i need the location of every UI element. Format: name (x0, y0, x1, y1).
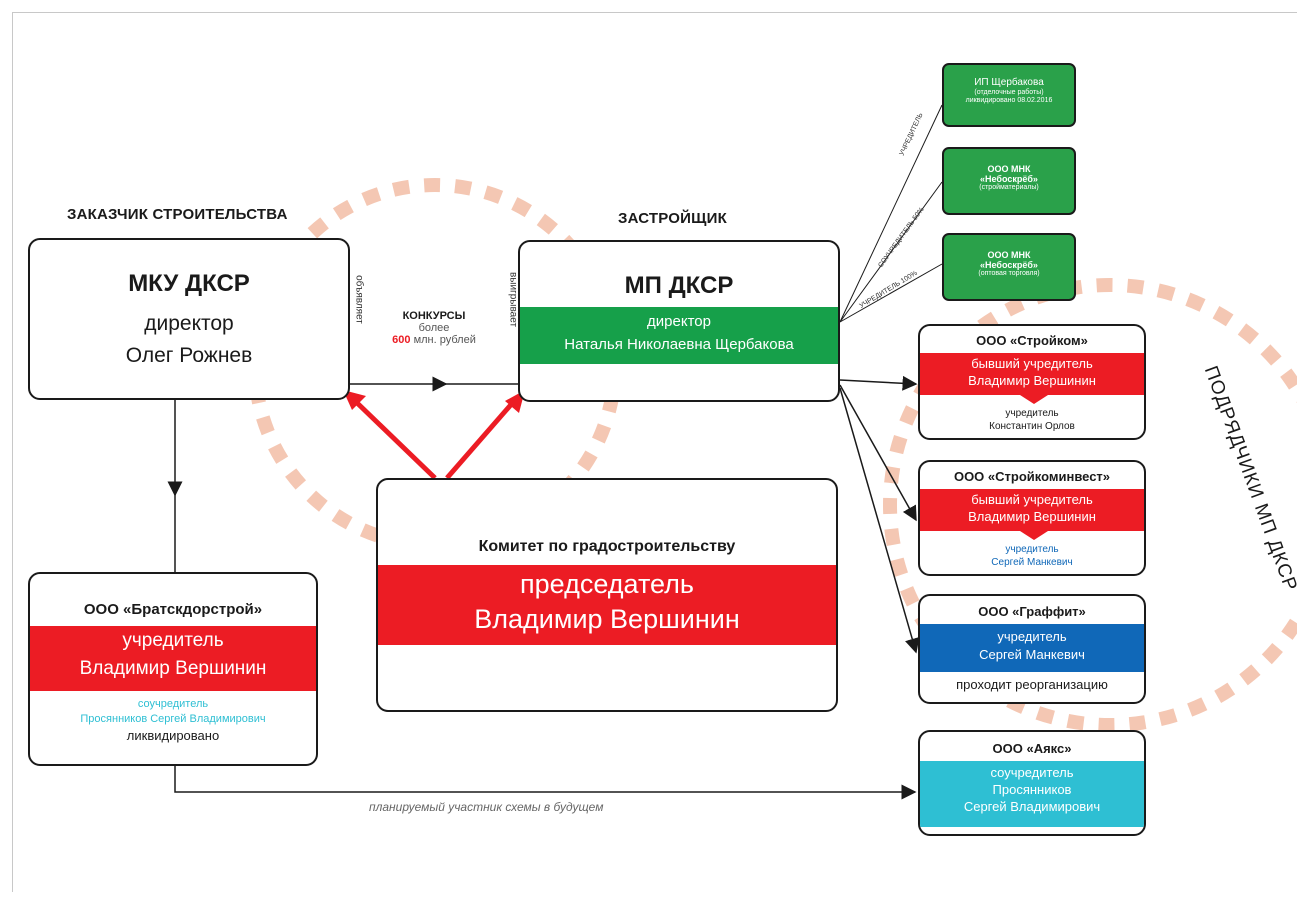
ajax-cyan-band: соучредитель Просянников Сергей Владимир… (920, 761, 1144, 827)
stroikom-red-band: бывший учредитель Владимир Вершинин (920, 353, 1144, 395)
contractor-graffit: ООО «Граффит» учредитель Сергей Манкевич… (918, 594, 1146, 704)
frame-top-line (12, 12, 1297, 13)
committee-role: председатель (520, 569, 694, 599)
mp-role: директор (647, 313, 711, 330)
stroikominvest-name: Сергей Манкевич (991, 557, 1073, 568)
committee-red-band: председатель Владимир Вершинин (378, 565, 836, 645)
right-dotted-circle (883, 278, 1297, 732)
contest-amount: 600 (392, 334, 411, 346)
ajax-line2: Просянников (992, 782, 1072, 797)
contractor-stroikom: ООО «Стройком» бывший учредитель Владими… (918, 324, 1146, 440)
mp-to-stroikom-arrow (839, 375, 918, 391)
mp-to-green1-line (839, 104, 943, 323)
mku-name: Олег Рожнев (125, 344, 253, 367)
green2-title: ООО МНК (987, 164, 1031, 174)
bratsk-role: учредитель (122, 630, 224, 651)
green-box-ip-shcherbakova: ИП Щербакова (отделочные работы) ликвиди… (942, 63, 1076, 127)
stroikom-title: ООО «Стройком» (976, 333, 1088, 348)
mku-title: МКУ ДКСР (128, 270, 250, 297)
mku-box: МКУ ДКСР директор Олег Рожнев (28, 238, 350, 400)
mp-to-graffit-arrow (839, 387, 920, 654)
mp-to-green3-line (839, 263, 943, 323)
green1-extra: ликвидировано 08.02.2016 (965, 97, 1053, 104)
stroikominvest-band2: Владимир Вершинин (968, 509, 1096, 524)
future-caption: планируемый участник схемы в будущем (369, 800, 604, 814)
green3-sub: (оптовая торговля) (978, 270, 1040, 277)
red-arrow-to-mp (445, 398, 517, 480)
frame-left-line (12, 12, 13, 892)
contest-unit: млн. рублей (413, 334, 476, 346)
red-arrow-to-mku (350, 396, 437, 480)
green2-sub: (стройматериалы) (979, 184, 1039, 191)
bratsk-co-role: соучредитель (137, 698, 209, 710)
mp-name: Наталья Николаевна Щербакова (564, 336, 794, 353)
green1-title: ИП Щербакова (974, 77, 1044, 88)
green2-name: «Небоскрёб» (980, 174, 1038, 184)
contest-more: более (418, 322, 450, 334)
stroikom-name: Константин Орлов (989, 421, 1075, 432)
heading-customer: ЗАКАЗЧИК СТРОИТЕЛЬСТВА (67, 206, 288, 223)
green-box-neboskreb-wholesale: ООО МНК «Небоскрёб» (оптовая торговля) (942, 233, 1076, 301)
graffit-band2: Сергей Манкевич (979, 647, 1085, 662)
ajax-line1: соучредитель (990, 765, 1074, 780)
stroikominvest-role: учредитель (1005, 544, 1059, 555)
mp-title: МП ДКСР (624, 272, 734, 299)
bratsk-status: ликвидировано (126, 728, 220, 743)
bratsk-red-band: учредитель Владимир Вершинин (30, 626, 316, 691)
graffit-band1: учредитель (997, 629, 1067, 644)
contest-label: КОНКУРСЫ более 600 млн. рублей (372, 310, 496, 346)
green-box-neboskreb-materials: ООО МНК «Небоскрёб» (стройматериалы) (942, 147, 1076, 215)
ajax-title: ООО «Аякс» (992, 741, 1072, 756)
bratsk-box: ООО «Братскдорстрой» учредитель Владимир… (28, 572, 318, 766)
stroikominvest-band1: бывший учредитель (971, 492, 1093, 507)
committee-title: Комитет по градостроительству (478, 538, 736, 555)
graffit-blue-band: учредитель Сергей Манкевич (920, 624, 1144, 672)
stroikom-role: учредитель (1005, 408, 1059, 419)
stroikom-down-triangle (1020, 395, 1048, 404)
stroikom-band1: бывший учредитель (971, 356, 1093, 371)
contractor-stroikominvest: ООО «Стройкоминвест» бывший учредитель В… (918, 460, 1146, 576)
bratsk-name: Владимир Вершинин (79, 658, 267, 679)
graffit-status: проходит реорганизацию (956, 677, 1108, 692)
announces-label: объявляет (353, 275, 365, 324)
stroikom-band2: Владимир Вершинин (968, 373, 1096, 388)
bratsk-title: ООО «Братскдорстрой» (83, 601, 263, 618)
contest-title: КОНКУРСЫ (402, 310, 466, 322)
committee-box: Комитет по градостроительству председате… (376, 478, 838, 712)
graffit-title: ООО «Граффит» (978, 604, 1086, 619)
mp-box: МП ДКСР директор Наталья Николаевна Щерб… (518, 240, 840, 402)
stroikominvest-down-triangle (1020, 531, 1048, 540)
green1-sub: (отделочные работы) (974, 89, 1044, 96)
green3-name: «Небоскрёб» (980, 260, 1038, 270)
ajax-box: ООО «Аякс» соучредитель Просянников Серг… (918, 730, 1146, 836)
wins-label: выигрывает (507, 271, 519, 328)
mp-green-band: директор Наталья Николаевна Щербакова (520, 307, 838, 364)
stroikominvest-title: ООО «Стройкоминвест» (953, 469, 1111, 484)
ajax-line3: Сергей Владимирович (963, 799, 1101, 814)
mp-to-stroikominvest-arrow (839, 384, 917, 522)
bratsk-to-ajax-arrow (174, 765, 917, 800)
committee-name: Владимир Вершинин (474, 604, 740, 634)
stroikominvest-red-band: бывший учредитель Владимир Вершинин (920, 489, 1144, 531)
green3-title: ООО МНК (987, 250, 1031, 260)
bratsk-co-name: Просянников Сергей Владимирович (80, 713, 266, 725)
heading-developer: ЗАСТРОЙЩИК (618, 210, 727, 227)
mp-to-green2-line (839, 181, 943, 323)
mku-role: директор (144, 312, 234, 335)
